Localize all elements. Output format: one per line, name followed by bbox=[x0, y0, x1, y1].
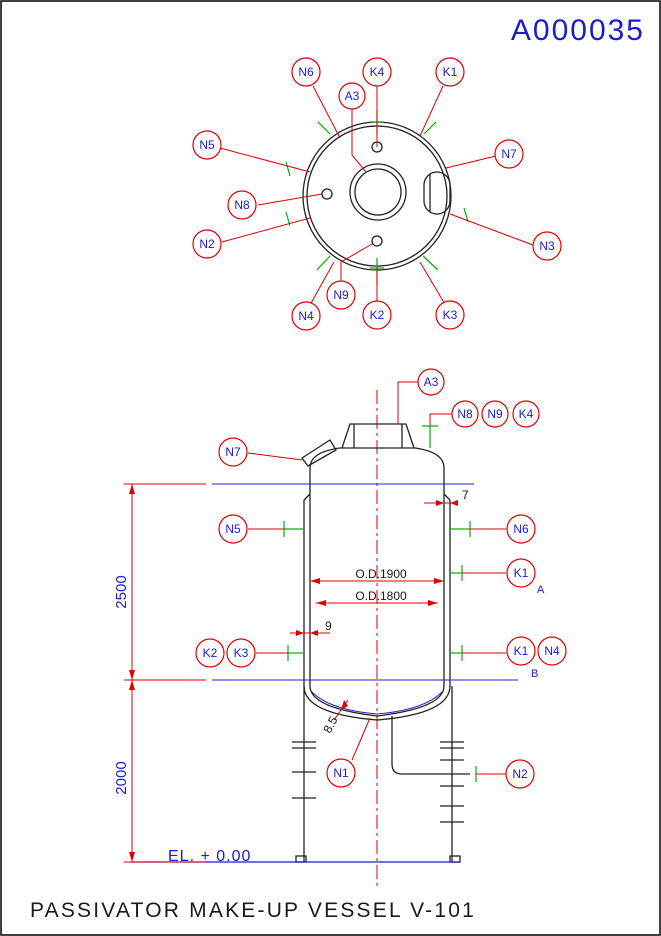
bottom-head bbox=[309, 685, 445, 717]
svg-text:N2: N2 bbox=[199, 237, 215, 251]
elevation-label: EL. + 0.00 bbox=[168, 848, 251, 865]
svg-text:N7: N7 bbox=[225, 445, 241, 459]
top-head bbox=[309, 447, 445, 469]
plan-view bbox=[219, 84, 534, 307]
section-label-b: B bbox=[531, 668, 538, 680]
svg-text:K4: K4 bbox=[519, 407, 534, 421]
svg-text:N8: N8 bbox=[234, 198, 250, 212]
plan-manhole-outer bbox=[349, 163, 407, 221]
bottom-head-jacket bbox=[303, 685, 451, 721]
plan-tag-k1: K1 bbox=[435, 57, 465, 87]
plan-tag-n8: N8 bbox=[227, 190, 257, 220]
plan-tags: N6 K4 K1 A3 N5 N7 N8 N2 N3 N9 N4 K2 K3 bbox=[192, 57, 562, 331]
svg-text:N9: N9 bbox=[333, 288, 349, 302]
elev-tag-k4: K4 bbox=[512, 400, 540, 428]
plan-tag-n9: N9 bbox=[326, 280, 356, 310]
svg-text:N4: N4 bbox=[544, 644, 560, 658]
svg-text:N6: N6 bbox=[298, 65, 314, 79]
plan-tag-k3: K3 bbox=[435, 300, 465, 330]
svg-text:K1: K1 bbox=[514, 644, 529, 658]
elev-tag-n7: N7 bbox=[218, 437, 248, 467]
svg-text:N2: N2 bbox=[512, 767, 528, 781]
svg-text:K2: K2 bbox=[203, 646, 218, 660]
svg-text:K4: K4 bbox=[370, 65, 385, 79]
drawing-number: A000035 bbox=[511, 14, 645, 47]
plan-tag-a3: A3 bbox=[338, 82, 366, 110]
svg-text:K1: K1 bbox=[443, 65, 458, 79]
dim-od-1800: O.D.1800 bbox=[355, 589, 407, 603]
outlet-pipe-n2 bbox=[391, 716, 470, 775]
manhole-a3 bbox=[341, 423, 415, 449]
svg-text:N5: N5 bbox=[199, 138, 215, 152]
svg-text:K2: K2 bbox=[370, 308, 385, 322]
svg-text:N9: N9 bbox=[487, 407, 503, 421]
plan-tag-n2: N2 bbox=[192, 229, 222, 259]
plan-nozzle-n8 bbox=[321, 188, 333, 200]
elev-tag-n9: N9 bbox=[481, 400, 509, 428]
svg-text:N6: N6 bbox=[513, 522, 529, 536]
section-label-a: A bbox=[537, 584, 545, 596]
dim-2500: 2500 bbox=[113, 575, 130, 608]
dim-head-thickness: 8.5 bbox=[320, 714, 340, 736]
svg-text:N4: N4 bbox=[298, 309, 314, 323]
plan-tag-k2: K2 bbox=[362, 300, 392, 330]
elev-tag-k1b: K1 bbox=[506, 636, 536, 666]
dim-od-1900: O.D.1900 bbox=[355, 567, 407, 581]
elev-tag-k2: K2 bbox=[195, 638, 225, 668]
svg-text:A3: A3 bbox=[345, 89, 360, 103]
elev-tag-k3: K3 bbox=[226, 638, 256, 668]
elevation-tags: A3 N8 N9 K4 N7 N5 N6 K1 K2 K3 K1 N4 N1 N… bbox=[195, 368, 567, 789]
elev-tag-n2: N2 bbox=[505, 759, 535, 789]
plan-tag-n3: N3 bbox=[532, 231, 562, 261]
svg-text:A3: A3 bbox=[424, 375, 439, 389]
plan-manhole-inner bbox=[354, 168, 402, 216]
svg-text:K1: K1 bbox=[514, 566, 529, 580]
elev-tag-n5: N5 bbox=[218, 514, 248, 544]
svg-text:N3: N3 bbox=[539, 239, 555, 253]
plan-nozzle-n9 bbox=[371, 235, 383, 247]
svg-text:K3: K3 bbox=[443, 308, 458, 322]
plan-nozzle-n7 bbox=[423, 171, 451, 215]
svg-text:N1: N1 bbox=[333, 766, 349, 780]
dim-shell-thickness: 9 bbox=[325, 619, 332, 633]
plan-tag-k4: K4 bbox=[362, 57, 392, 87]
drawing-title: PASSIVATOR MAKE-UP VESSEL V-101 bbox=[30, 899, 476, 922]
plan-tag-n4: N4 bbox=[291, 301, 321, 331]
elev-tag-a3: A3 bbox=[417, 368, 445, 396]
dim-2000: 2000 bbox=[113, 761, 130, 794]
elev-tag-n6: N6 bbox=[506, 514, 536, 544]
elev-tag-n4: N4 bbox=[537, 636, 567, 666]
svg-text:N8: N8 bbox=[457, 407, 473, 421]
elev-tag-k1: K1 bbox=[506, 558, 536, 588]
dim-offset: 7 bbox=[462, 488, 469, 502]
plan-tag-n5: N5 bbox=[192, 130, 222, 160]
elev-tag-n1: N1 bbox=[326, 758, 356, 788]
svg-text:N7: N7 bbox=[501, 147, 517, 161]
svg-text:N5: N5 bbox=[225, 522, 241, 536]
plan-tag-n7: N7 bbox=[494, 139, 524, 169]
elevation-view bbox=[124, 381, 518, 888]
nozzle-n7 bbox=[301, 439, 337, 467]
plan-tag-n6: N6 bbox=[291, 57, 321, 87]
elev-tag-n8: N8 bbox=[451, 400, 479, 428]
svg-text:K3: K3 bbox=[234, 646, 249, 660]
